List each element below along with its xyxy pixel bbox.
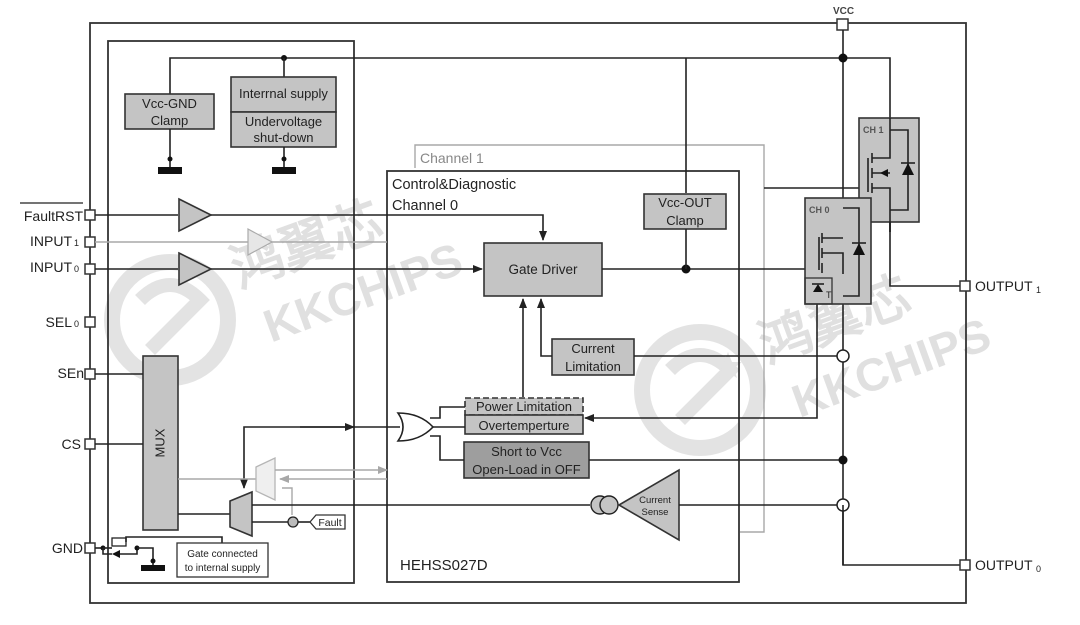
fault-tag-label: Fault: [318, 517, 341, 529]
pin-sub-output1: 1: [1036, 285, 1041, 295]
power-limitation-block: Power Limitation Overtemperture: [464, 397, 584, 435]
watermark-logo-right: [634, 324, 766, 456]
vcc-gnd-clamp-line1: Vcc-GND: [142, 96, 197, 111]
vcc-out-clamp-line2: Clamp: [666, 213, 704, 228]
or-gate: [396, 412, 435, 442]
output1-line: [889, 222, 960, 287]
pin-sub-input1: 1: [74, 238, 79, 248]
short-to-vcc-line2: Open-Load in OFF: [472, 462, 580, 477]
gnd-protection: [95, 536, 223, 571]
channel0-label-line2: Channel 0: [392, 198, 458, 214]
pin-sub-output0: 0: [1036, 564, 1041, 574]
gate-connected-line2: to internal supply: [185, 563, 261, 574]
fault-tag: Fault: [309, 514, 346, 530]
current-limitation-line2: Limitation: [565, 359, 621, 374]
pin-input0: [84, 263, 96, 275]
gate-connected-line1: Gate connected: [187, 549, 258, 560]
pin-cs: [84, 438, 96, 450]
pin-label-output0: OUTPUT: [975, 557, 1033, 573]
node-open: [836, 349, 850, 363]
pin-sen: [84, 368, 96, 380]
control-block-frame: [107, 40, 355, 584]
pin-sub-input0: 0: [74, 264, 79, 274]
vcc-gnd-clamp-line2: Clamp: [151, 113, 189, 128]
channel1-label: Channel 1: [420, 150, 484, 166]
pin-label-sen: SEn: [58, 365, 84, 381]
current-limitation-line1: Current: [571, 341, 615, 356]
current-limitation-block: Current Limitation: [551, 338, 635, 376]
channel0-frame: [386, 170, 740, 583]
input0-buffer: [178, 251, 213, 287]
junction-dot: [838, 455, 848, 465]
pin-output1: [959, 280, 971, 292]
undervoltage-line2: shut-down: [254, 130, 314, 145]
pin-label-cs: CS: [62, 436, 81, 452]
vcc-out-clamp-block: Vcc-OUT Clamp: [643, 193, 727, 230]
pin-label-input0: INPUT: [30, 259, 72, 275]
ic-outline: [89, 22, 967, 604]
short-to-vcc-line1: Short to Vcc: [491, 444, 562, 459]
pin-input1: [84, 236, 96, 248]
pin-sub-sel0: 0: [74, 319, 79, 329]
mux-block: MUX: [142, 355, 179, 531]
current-sense-line1: Current: [639, 495, 671, 506]
vcc-bus: [169, 57, 891, 118]
ground-symbol: [272, 167, 296, 174]
part-number: HEHSS027D: [400, 557, 488, 574]
vcc-out-clamp-line1: Vcc-OUT: [658, 195, 712, 210]
left-pins: FaultRST INPUT 1 INPUT 0 SEL 0 SEn CS GN…: [20, 202, 96, 556]
gate-driver-block: Gate Driver: [483, 242, 603, 297]
short-to-vcc-block: Short to Vcc Open-Load in OFF: [463, 441, 590, 479]
current-sense-line2: Sense: [642, 507, 669, 518]
pin-gnd: [84, 542, 96, 554]
pin-fault-rst: [84, 209, 96, 221]
fault-node: [287, 516, 299, 528]
power-limitation-label: Power Limitation: [476, 399, 572, 414]
ground-symbol: [141, 565, 165, 571]
overtemperature-label: Overtemperture: [478, 418, 569, 433]
vcc-gnd-clamp-block: Vcc-GND Clamp: [124, 93, 215, 174]
vcc-pin-label: VCC: [833, 6, 854, 17]
channel1-sense-mux: [255, 456, 276, 502]
internal-supply-block: Interrnal supply Undervoltage shut-down: [230, 76, 337, 174]
internal-supply-label: Interrnal supply: [239, 86, 328, 101]
ch0-label: CH 0: [809, 205, 830, 215]
pin-output0: [959, 559, 971, 571]
fault-rst-buffer: [178, 197, 213, 233]
channel1-frame: [414, 144, 765, 533]
vcc-pin: [836, 18, 849, 31]
pin-label-gnd: GND: [52, 540, 83, 556]
current-sense-block: Current Sense: [590, 468, 680, 542]
temp-sensor-label: T: [826, 290, 832, 300]
ground-symbol: [158, 167, 182, 174]
output0-line: [842, 505, 960, 566]
ch1-label: CH 1: [863, 125, 884, 135]
gate-driver-label: Gate Driver: [508, 262, 578, 277]
junction-dot: [838, 53, 848, 63]
undervoltage-line1: Undervoltage: [245, 114, 322, 129]
pin-label-fault-rst: FaultRST: [24, 208, 84, 224]
mux-label: MUX: [153, 428, 168, 457]
pin-label-sel0: SEL: [46, 314, 73, 330]
gate-connected-note: Gate connected to internal supply: [176, 542, 269, 578]
pin-label-input1: INPUT: [30, 233, 72, 249]
input1-buffer: [247, 227, 274, 257]
pin-sel0: [84, 316, 96, 328]
channel0-label-line1: Control&Diagnostic: [392, 177, 516, 193]
pin-label-output1: OUTPUT: [975, 278, 1033, 294]
ch0-power-mosfet: CH 0 T: [804, 197, 872, 305]
channel0-sense-switch: [229, 490, 253, 538]
